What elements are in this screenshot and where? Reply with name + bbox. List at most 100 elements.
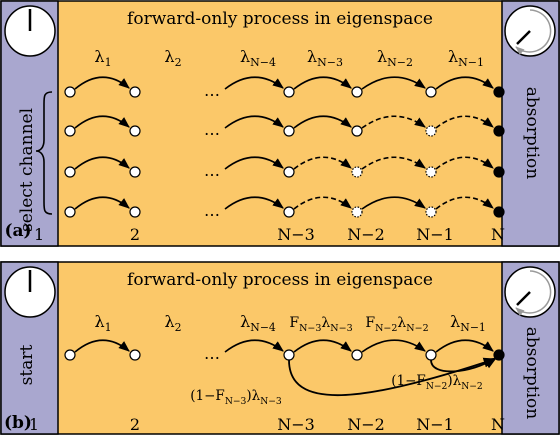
rate-label: (1−FN−3)λN−3 (190, 388, 282, 407)
panel-b-labels: λ1 λ2 λN−4 FN−3λN−3 FN−2λN−2 λN−1 (1−FN−3)λN−3… (29, 312, 505, 434)
absorbing-node (493, 349, 505, 361)
transition-arrow (74, 339, 130, 353)
state-node (351, 166, 363, 178)
transition-arrow (361, 339, 426, 353)
node-index-label: N−3 (277, 225, 315, 244)
panel-b-title: forward-only process in eigenspace (127, 270, 433, 290)
transition-arrow (224, 156, 284, 170)
panel-b-right-label: absorption (522, 327, 542, 419)
transition-arrow (293, 196, 352, 210)
node-index-label: N−3 (277, 415, 315, 434)
state-node (351, 125, 363, 137)
ellipsis: … (204, 120, 220, 139)
ellipsis: … (204, 161, 220, 180)
select-brace (35, 91, 53, 215)
panel-a-tag: (a) (4, 221, 31, 241)
panel-a: forward-only process in eigenspace selec… (0, 0, 560, 247)
transition-arrow (293, 156, 352, 170)
node-index-label: N (491, 415, 505, 434)
transition-arrow (361, 196, 426, 210)
start-clock-icon (4, 266, 56, 318)
state-node (351, 86, 363, 98)
panel-b: forward-only process in eigenspace start… (0, 261, 560, 435)
state-node (283, 349, 295, 361)
node-index-label: 1 (34, 225, 44, 244)
transition-arrow (361, 156, 426, 170)
state-node (425, 86, 437, 98)
jump-arrow (288, 357, 497, 397)
end-clock-icon (504, 5, 556, 57)
state-node (129, 125, 141, 137)
transition-arrow (74, 156, 130, 170)
transition-arrow (435, 76, 494, 90)
channel-row: … (64, 115, 505, 139)
transition-arrow (293, 76, 352, 90)
rate-label: FN−2λN−2 (365, 315, 428, 334)
state-node (425, 125, 437, 137)
rate-label: λN−1 (450, 312, 486, 334)
node-index-label: N−1 (416, 415, 454, 434)
transition-arrow (435, 339, 494, 353)
transition-arrow (74, 196, 130, 210)
end-clock-icon (504, 266, 556, 318)
rate-label: λ2 (164, 312, 181, 334)
transition-arrow (361, 76, 426, 90)
rate-label: λN−4 (240, 312, 276, 334)
rate-label: λ1 (94, 312, 111, 334)
panel-a-node-labels: 1 2 N−3 N−2 N−1 N (34, 225, 505, 244)
state-node (64, 86, 76, 98)
node-index-label: N−1 (416, 225, 454, 244)
state-node (351, 206, 363, 218)
state-node (129, 86, 141, 98)
state-node (425, 206, 437, 218)
transition-arrow (293, 339, 352, 353)
transition-arrow (224, 115, 284, 129)
transition-arrow (74, 115, 130, 129)
transition-arrow (224, 196, 284, 210)
state-node (425, 166, 437, 178)
state-node (351, 349, 363, 361)
state-node (64, 206, 76, 218)
ellipsis: … (204, 201, 220, 220)
state-node (64, 125, 76, 137)
transition-arrow (435, 156, 494, 170)
node-index-label: N−2 (347, 415, 385, 434)
state-node (283, 166, 295, 178)
node-index-label: 2 (130, 225, 140, 244)
transition-arrow (435, 196, 494, 210)
absorbing-node (493, 206, 505, 218)
panel-b-tag: (b) (4, 413, 32, 433)
state-node (283, 86, 295, 98)
panel-a-left-label: select channel (17, 108, 37, 232)
state-node (283, 206, 295, 218)
state-node (129, 349, 141, 361)
panel-a-title: forward-only process in eigenspace (127, 9, 433, 29)
state-node (283, 125, 295, 137)
jump-arrow (430, 357, 498, 373)
state-node (425, 349, 437, 361)
state-node (129, 206, 141, 218)
transition-arrow (224, 339, 284, 353)
state-node (64, 166, 76, 178)
absorbing-node (493, 166, 505, 178)
channel-row: … (64, 156, 505, 180)
panel-a-background (0, 0, 560, 247)
transition-arrow (293, 115, 352, 129)
node-index-label: N−2 (347, 225, 385, 244)
transition-arrow (224, 76, 284, 90)
transition-arrow (435, 115, 494, 129)
absorbing-node (493, 125, 505, 137)
transition-arrow (74, 76, 130, 90)
panel-b-chain: … (64, 339, 505, 397)
node-index-label: N (491, 225, 505, 244)
absorbing-node (493, 86, 505, 98)
node-index-label: 2 (130, 415, 140, 434)
rate-label: (1−FN−2)λN−2 (391, 373, 482, 392)
ellipsis: … (204, 344, 220, 363)
state-node (129, 166, 141, 178)
panel-a-right-label: absorption (522, 87, 542, 179)
panel-a-chains: ………… (64, 76, 505, 220)
rate-label: FN−3λN−3 (289, 315, 352, 334)
